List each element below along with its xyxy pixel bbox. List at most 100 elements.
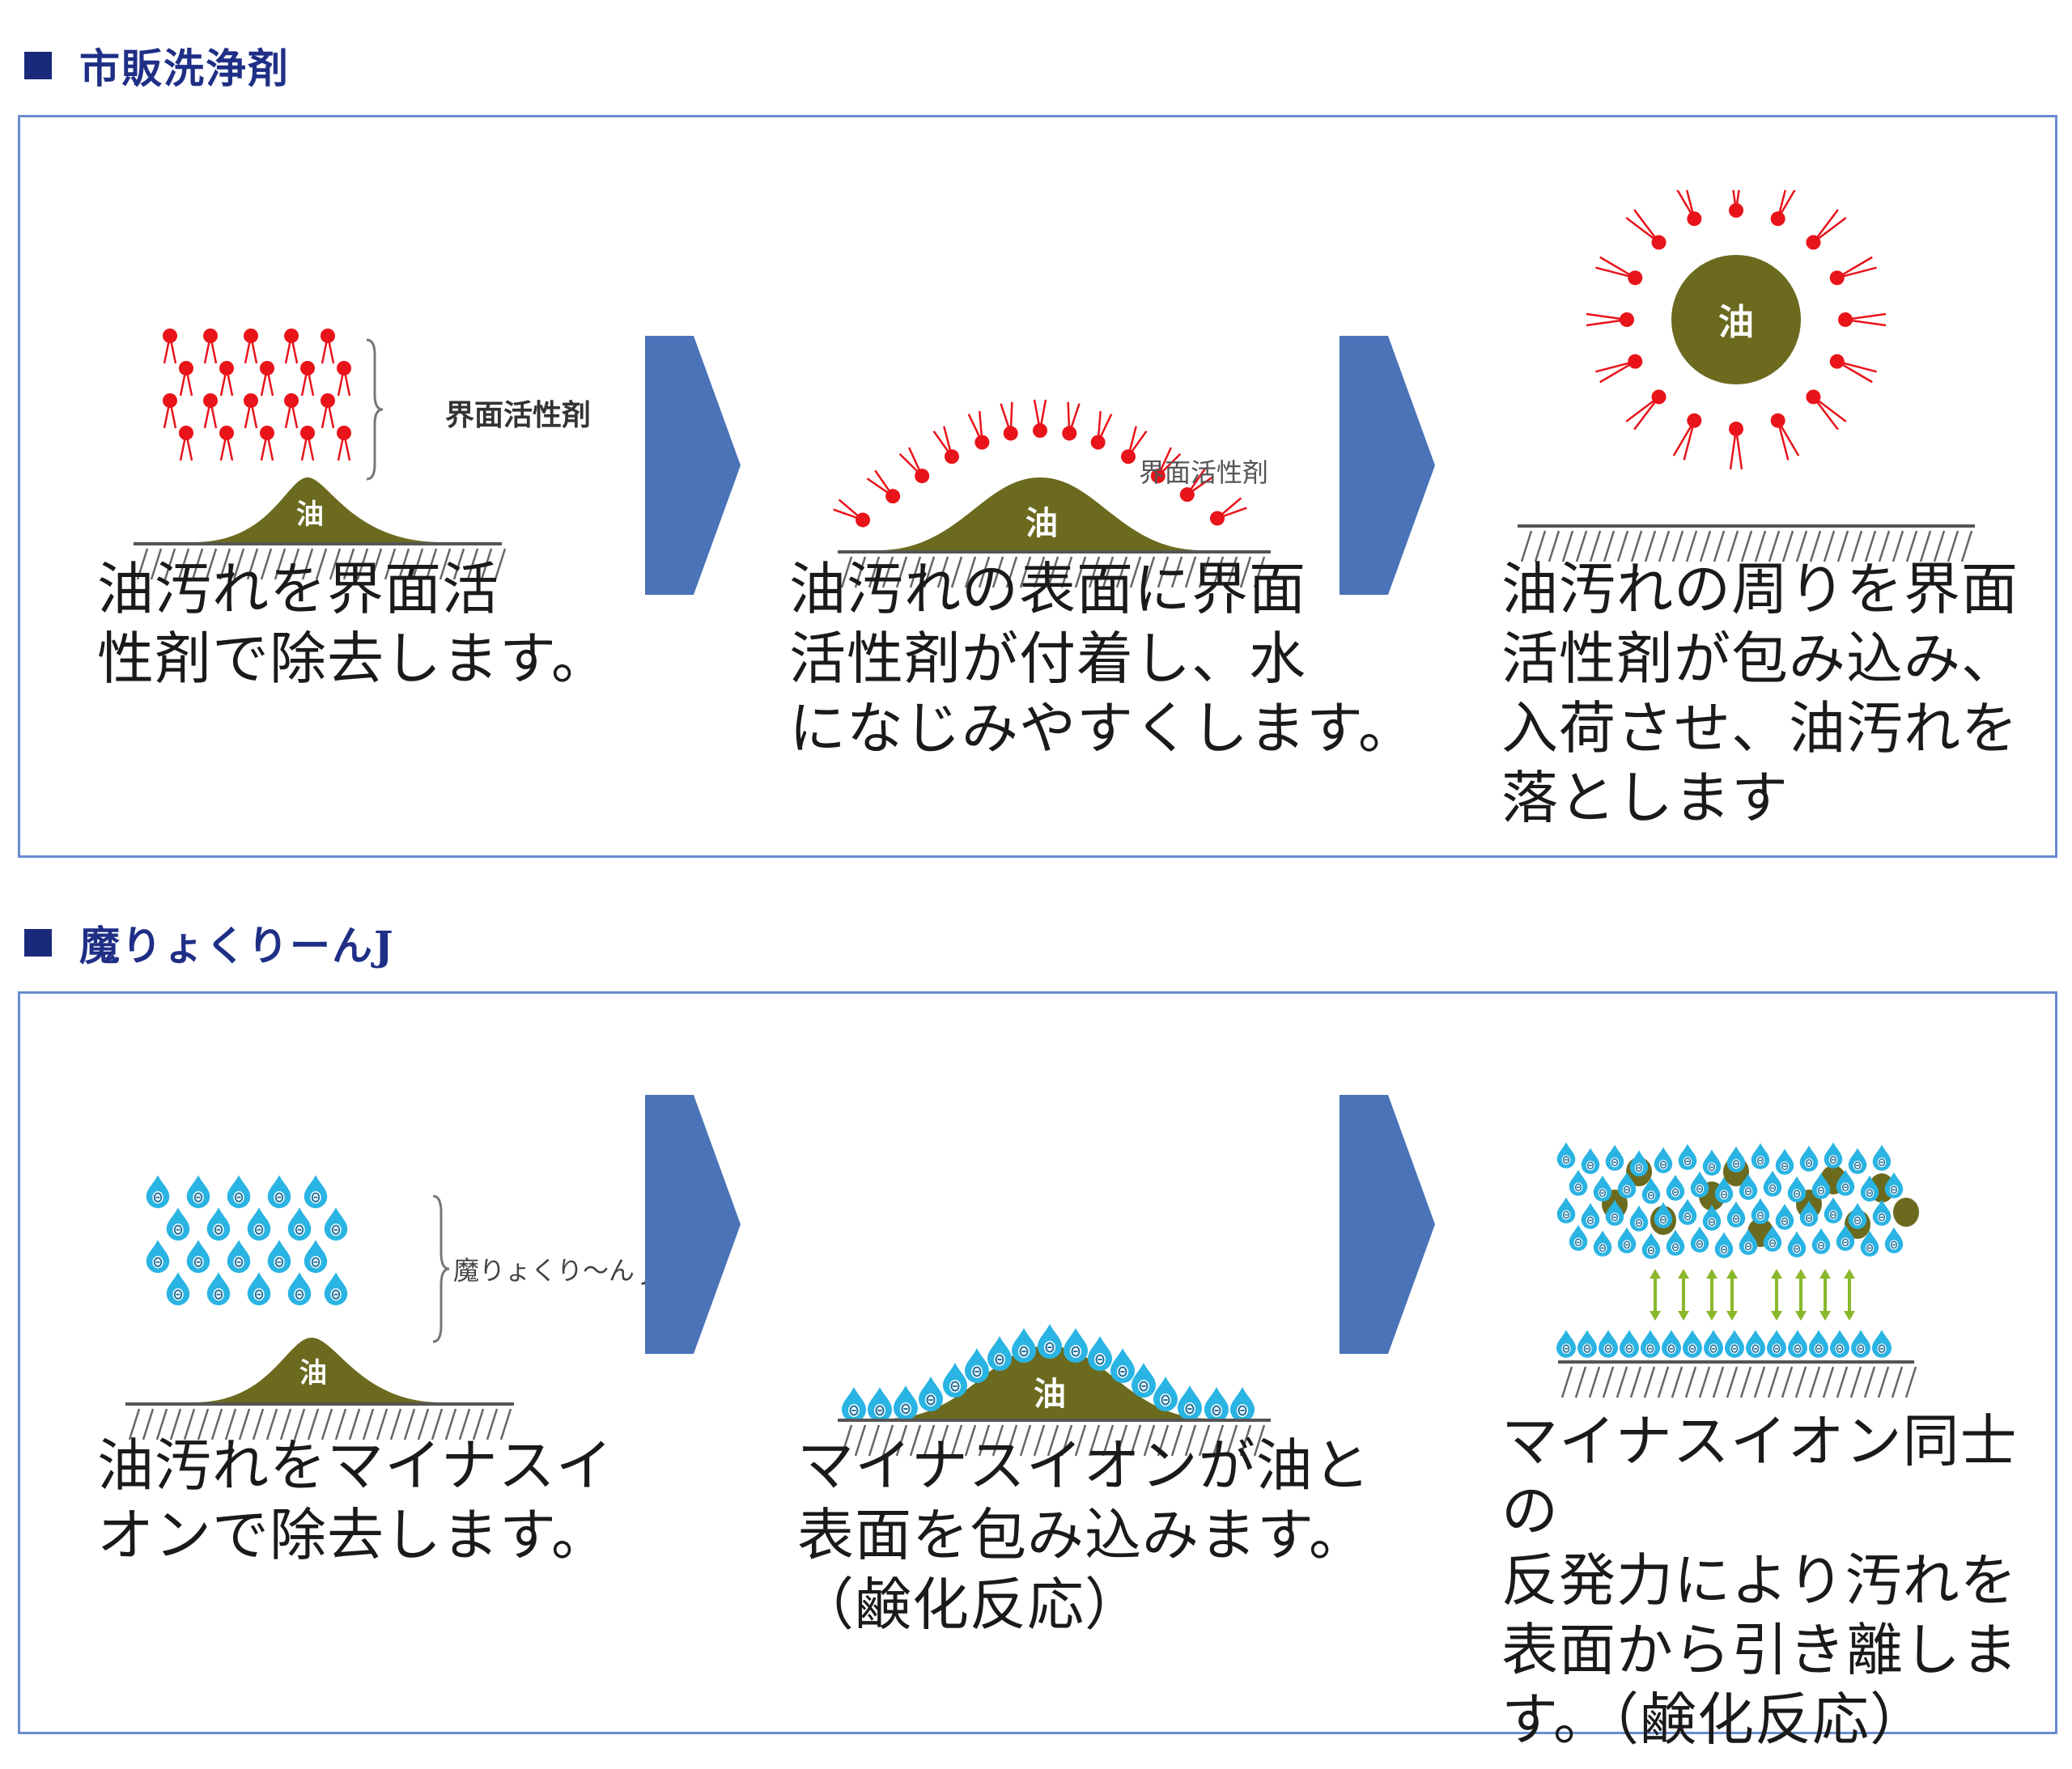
minus-ion-icon <box>1662 1330 1681 1358</box>
minus-ion-icon <box>1654 1202 1673 1228</box>
minus-ion-icon <box>1178 1385 1202 1420</box>
surface-hatch <box>840 556 1266 588</box>
surfactant-icon <box>1806 389 1847 431</box>
minus-ion-icon <box>1581 1148 1600 1174</box>
square-bullet-icon <box>24 52 52 79</box>
caption-4: 油汚れをマイナスイ オンで除去します。 <box>97 1432 614 1568</box>
surfactant-icon <box>321 329 335 364</box>
surface-hatch <box>1560 1366 1917 1398</box>
minus-ion-icon <box>1690 1226 1709 1253</box>
minus-ion-icon <box>1872 1144 1892 1171</box>
minus-ion-icon <box>919 1377 943 1411</box>
minus-ion-icon <box>1666 1174 1685 1201</box>
minus-ion-icon <box>1751 1198 1770 1224</box>
minus-ion-icon <box>1593 1230 1612 1257</box>
diagram-surfactant-approach: 界面活性剤 油 <box>134 329 591 580</box>
minus-ion-icon <box>247 1207 271 1241</box>
minus-ion-icon <box>267 1175 291 1208</box>
minus-ion-icon <box>1593 1175 1612 1202</box>
minus-ion-icon <box>1569 1169 1588 1196</box>
minus-ion-icon <box>206 1207 231 1241</box>
surfactant-icon <box>179 361 193 397</box>
minus-ion-icon <box>1204 1387 1229 1422</box>
minus-ion-icon <box>1714 1177 1734 1203</box>
minus-ion-icon <box>1746 1330 1765 1358</box>
minus-ion-icon <box>1702 1204 1722 1231</box>
minus-ion-icon <box>1617 1172 1637 1198</box>
surfactant-icon <box>1121 426 1148 465</box>
minus-ion-group <box>842 1324 1255 1422</box>
minus-ion-icon <box>1153 1377 1178 1411</box>
minus-ion-icon <box>1860 1230 1879 1257</box>
surfactant-icon <box>1179 468 1214 503</box>
surfactant-group <box>833 399 1247 528</box>
minus-ion-icon <box>166 1207 190 1241</box>
minus-ion-icon <box>206 1272 231 1305</box>
surface-hatch <box>840 1424 1266 1457</box>
surfactant-icon <box>179 426 193 461</box>
minus-ion-icon <box>1725 1330 1744 1358</box>
minus-ion-icon <box>1088 1336 1112 1371</box>
bracket <box>432 1194 450 1343</box>
oil-ion-cluster <box>1556 1142 1919 1259</box>
surfactant-icon <box>932 426 959 465</box>
repulsion-arrows <box>1650 1269 1855 1321</box>
right-arrow-icon <box>645 1095 741 1354</box>
minus-ion-icon <box>287 1207 312 1241</box>
minus-ion-icon <box>1581 1203 1600 1229</box>
minus-ion-icon <box>146 1240 170 1273</box>
minus-ion-icon <box>1811 1173 1831 1199</box>
minus-ion-icon <box>1848 1148 1867 1174</box>
surfactant-icon <box>1729 422 1743 470</box>
surfactant-icon <box>284 329 299 364</box>
minus-ion-icon <box>1704 1330 1723 1358</box>
minus-ion-icon <box>1775 1203 1794 1230</box>
oil-blob <box>194 1338 441 1402</box>
oil-blob <box>878 477 1202 550</box>
surfactant-icon <box>321 393 335 429</box>
surfactant-icon <box>1033 399 1047 438</box>
surface-hatch <box>1520 530 1973 562</box>
surfactant-icon <box>1625 389 1667 431</box>
minus-ion-icon <box>987 1336 1012 1371</box>
minus-ion-icon <box>1064 1328 1088 1363</box>
caption-5: マイナスイオンが油と 表面を包み込みます。 （鹸化反応） <box>797 1432 1371 1638</box>
minus-ion-icon <box>1726 1146 1746 1173</box>
minus-ion-icon <box>1641 1232 1661 1259</box>
bracket <box>366 338 384 481</box>
minus-ion-icon <box>1683 1330 1702 1358</box>
minus-ion-icon <box>1629 1205 1649 1232</box>
surfactant-icon <box>1595 256 1643 286</box>
minus-ion-icon <box>324 1207 348 1241</box>
minus-ion-group <box>146 1175 348 1305</box>
minus-ion-icon <box>1860 1175 1879 1202</box>
minus-ion-icon <box>186 1240 210 1273</box>
minus-ion-icon <box>1751 1143 1770 1169</box>
minus-ion-icon <box>1763 1225 1782 1252</box>
surfactant-icon <box>1062 401 1081 441</box>
surfactant-icon <box>1209 497 1247 526</box>
minus-ion-icon <box>842 1387 866 1422</box>
oil-label: 油 <box>299 1357 327 1389</box>
surfactant-icon <box>967 410 990 450</box>
minus-ion-icon <box>1678 1198 1697 1225</box>
surfactant-icon <box>244 329 258 364</box>
surfactant-icon <box>1000 401 1018 441</box>
surfactant-icon <box>1625 209 1667 250</box>
minus-ion-icon <box>1654 1147 1673 1173</box>
minus-ion-icon <box>1605 1144 1624 1171</box>
minus-ion-icon <box>1678 1143 1697 1170</box>
minus-ion-group <box>1556 1330 1892 1358</box>
surfactant-icon <box>203 393 218 429</box>
minus-ion-icon <box>1884 1172 1904 1198</box>
surfactant-icon <box>203 329 218 364</box>
minus-ion-icon <box>166 1272 190 1305</box>
minus-ion-icon <box>1809 1330 1828 1358</box>
surfactant-icon <box>1150 447 1182 484</box>
surfactant-icon <box>1090 410 1113 450</box>
minus-ion-icon <box>1788 1330 1807 1358</box>
minus-ion-icon <box>227 1175 251 1208</box>
minus-ion-icon <box>1012 1328 1036 1363</box>
section-1-title: 市販洗浄剤 <box>79 45 290 92</box>
minus-ion-icon <box>304 1175 328 1208</box>
